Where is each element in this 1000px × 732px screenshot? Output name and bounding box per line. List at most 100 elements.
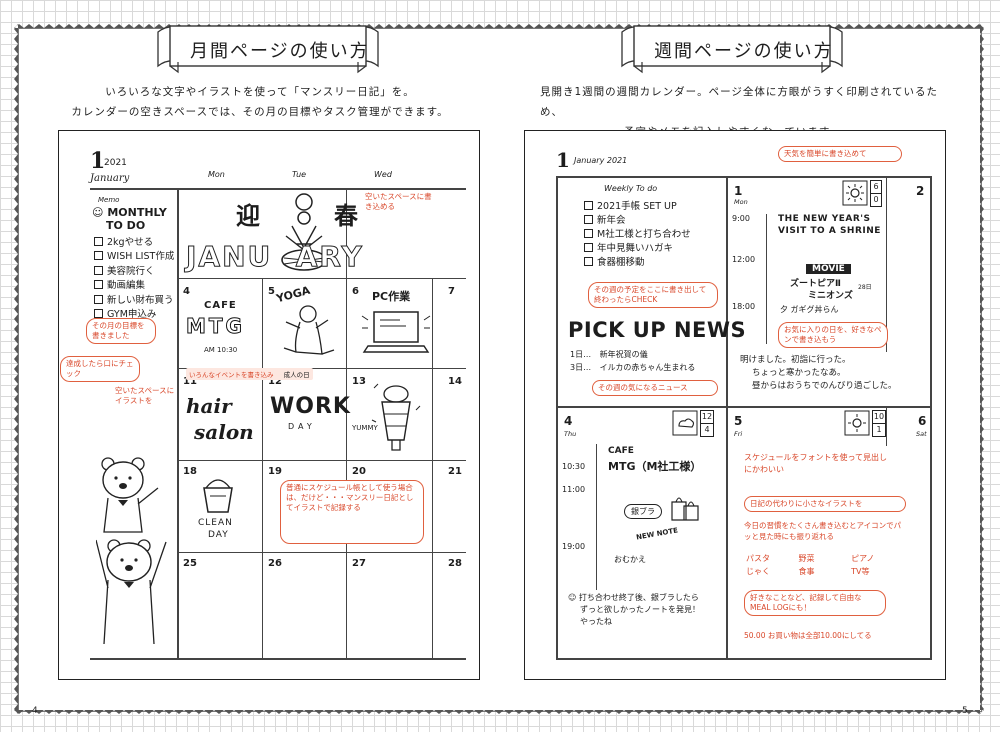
gaibura-label: 銀ブラ [624,504,662,519]
checkbox-icon[interactable] [584,201,593,210]
date-13: 13 [352,376,366,387]
seijin-day: 成人の日 [283,371,310,379]
news-1-day: 1日… [570,350,592,359]
day-4-number: 4 [564,414,573,428]
work-label: WORK [270,394,351,419]
left-intro-line2: カレンダーの空きスペースでは、その月の目標やタスク管理ができます。 [71,106,449,118]
weekly-todo-item[interactable]: 2021手帳 SET UP [584,200,691,214]
news-1: 1日… 新年祝賀の儀 [570,348,648,361]
date-14: 14 [448,376,462,387]
checkbox-icon[interactable] [584,243,593,252]
sun-icon [844,410,870,436]
right-intro-line1: 見開き1週間の週間カレンダー。ページ全体に方眼がうすく印刷されているため、 [540,86,939,118]
date-7: 7 [448,286,455,297]
day1-diary: 明けました。初詣に行った。 ちょっと寒かったなあ。 昼からはおうちでのんびり過ご… [740,355,897,391]
todo-item[interactable]: 新しい財布買う [94,294,174,308]
day-1-number: 1 [734,184,743,198]
note-tips: 普通にスケジュール帳として使う場合は、だけど・・・マンスリー日記としてイラストで… [280,480,424,544]
clean-label: CLEAN [198,518,233,528]
day-tue: Tue [292,170,307,179]
week-month-year: January 2021 [574,156,628,165]
weather-day4-temp: 12 4 [700,410,714,437]
weekly-todo-item[interactable]: 食器棚移動 [584,256,691,270]
movie-badge: MOVIE [806,264,851,274]
hair-label: hair [186,394,232,418]
news-3-day: 3日… [570,363,592,372]
week-top [556,176,932,178]
date-11: 11 [183,376,197,387]
seijin-label: いろんなイベントを書き込み 成人の日 [186,368,313,380]
fri-note-3: 今日の習慣をたくさん書き込むとアイコンでパッと見た時にも振り返れる [744,521,902,541]
note-todo: その週の予定をここに書き出して終わったらCHECK [588,282,718,308]
checkbox-icon[interactable] [94,280,103,290]
laptop-icon [361,311,431,353]
left-intro: いろいろな文字やイラストを使って「マンスリー日記」を。 カレンダーの空きスペース… [70,82,450,122]
checkbox-icon[interactable] [94,294,103,304]
checkbox-icon[interactable] [584,257,593,266]
day-5-number: 5 [734,414,743,428]
right-banner-title: 週間ページの使い方 [654,41,834,62]
fri-item: TV等 [851,567,870,576]
memo-title-1: MONTHLY [107,206,167,219]
kanji-haru: 春 [334,202,358,230]
parfait-icon [371,383,421,451]
grid-memo-sep [177,188,179,658]
day4-times: 10:30 11:00 19:00 [562,462,586,551]
checkbox-icon[interactable] [584,215,593,224]
todo-item[interactable]: 2kgやせる [94,236,174,250]
kanji-gei: 迎 [236,202,260,230]
day1-timeline [766,214,767,344]
weekly-todo-title: Weekly To do [604,184,658,193]
checkbox-icon[interactable] [94,265,103,275]
grid-row1 [177,278,466,279]
cloud-sun-icon [672,410,698,436]
checkbox-icon[interactable] [94,309,103,319]
day-wed: Wed [374,170,392,179]
movie-number: 28日 [858,284,872,291]
day-6-number: 6 [918,414,927,428]
date-4: 4 [183,286,190,297]
todo-list: 2kgやせる WISH LIST作成 美容院行く 動画編集 新しい財布買う GY… [94,236,174,322]
checkbox-icon[interactable] [94,251,103,261]
movie-food: 夕 ガギグ丼らん [780,305,839,314]
todo-item[interactable]: WISH LIST作成 [94,250,174,264]
news-1-text: 新年祝賀の儀 [599,350,648,359]
day4-diary: ☺ 打ち合わせ終了後、銀ブラしたら ずっと欲しかったノートを発見！ やったね [568,593,700,626]
date-27: 27 [352,558,366,569]
day4-mtg: MTG（M社工様） [608,460,702,473]
todo-item[interactable]: GYM申込み [94,308,174,322]
news-3: 3日… イルカの赤ちゃん生まれる [570,361,695,374]
week-right [930,176,932,658]
fri-note-2: 日記の代わりに小さなイラストを [744,496,906,512]
week-bottom [556,658,932,660]
work-day-label: DAY [288,422,316,431]
weather-day5-temp: 10 1 [872,410,886,437]
weekly-todo-item[interactable]: 年中見舞いハガキ [584,242,691,256]
day-6-name: Sat [916,430,927,438]
todo-item[interactable]: 美容院行く [94,265,174,279]
weekly-todo-item[interactable]: 新年会 [584,214,691,228]
checkbox-icon[interactable] [94,237,103,246]
fri-item: ピアノ [851,554,875,563]
grid-top [90,188,466,190]
cafe-label: CAFE [204,300,237,311]
weekly-todo-list: 2021手帳 SET UP 新年会 M社工様と打ち合わせ 年中見舞いハガキ 食器… [584,200,691,270]
grid-col3 [346,188,347,658]
weather-day1-temp: 6 0 [870,180,882,207]
note-illust: 空いたスペースにイラストを [115,386,175,405]
grid-row4 [177,552,466,553]
fri-note-5: 50.00 お買い物は全部10.00にしてる [744,631,872,640]
note-done: 達成したら口にチェック [60,356,140,382]
month-number: 1 [90,148,106,174]
week-col2 [886,176,887,352]
checkbox-icon[interactable] [584,229,593,238]
todo-item[interactable]: 動画編集 [94,279,174,293]
weekly-todo-item[interactable]: M社工様と打ち合わせ [584,228,691,242]
weekly-panel [524,130,946,680]
grid-bottom [90,658,466,660]
note-wed: 空いたスペースに書き込める [360,190,442,214]
date-20: 20 [352,466,366,477]
day-4-name: Thu [564,430,577,438]
memo-label: Memo [98,196,120,204]
date-18: 18 [183,466,197,477]
